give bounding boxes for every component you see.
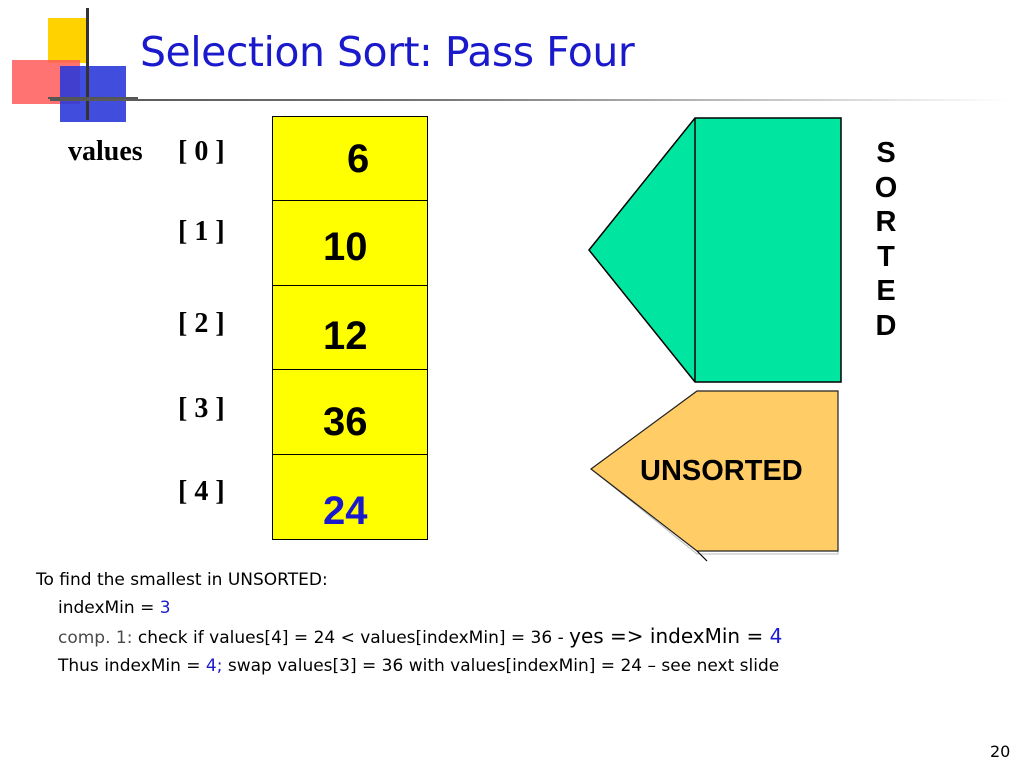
- explanation-line-3: comp. 1: check if values[4] = 24 < value…: [58, 624, 783, 648]
- sorted-letter: O: [874, 171, 898, 204]
- explanation-line-2: indexMin = 3: [58, 598, 171, 618]
- cell-value-4-highlighted: 24: [323, 488, 368, 533]
- sorted-unsorted-diagram: [588, 117, 842, 562]
- index-label-1: [ 1 ]: [178, 216, 225, 247]
- page-number: 20: [990, 742, 1011, 761]
- array-cell-0: 6: [272, 115, 428, 202]
- slide-logo-decoration: [0, 0, 140, 125]
- index-label-3: [ 3 ]: [178, 393, 225, 424]
- cell-value-0: 6: [347, 136, 370, 181]
- unsorted-edge-tick: [696, 550, 708, 562]
- comparison-label: comp. 1:: [58, 628, 133, 648]
- cell-value-2: 12: [323, 313, 368, 358]
- sorted-vertical-label: S O R T E D: [868, 136, 904, 343]
- sorted-letter: D: [875, 309, 897, 342]
- cell-value-1: 10: [323, 225, 368, 269]
- sorted-region-shape: [588, 117, 842, 383]
- slide-title: Selection Sort: Pass Four: [140, 28, 635, 76]
- index-label-4: [ 4 ]: [178, 476, 225, 507]
- sorted-letter: E: [876, 275, 896, 307]
- array-cell-2: 12: [272, 284, 428, 371]
- index-label-0: [ 0 ]: [178, 136, 225, 167]
- indexmin-new-value: 4: [769, 624, 783, 648]
- explanation-text: To find the smallest in UNSORTED: indexM…: [36, 566, 782, 680]
- array-name-label: values: [68, 136, 143, 167]
- unsorted-label: UNSORTED: [640, 455, 803, 487]
- array-box: 6 10 12 36 24: [272, 115, 428, 540]
- unsorted-region-shape: [590, 390, 839, 552]
- title-divider: [50, 99, 1010, 101]
- indexmin-final-value: 4;: [205, 656, 223, 676]
- cell-value-3: 36: [323, 400, 368, 444]
- explanation-line-1: To find the smallest in UNSORTED:: [36, 570, 328, 590]
- indexmin-initial-value: 3: [159, 598, 171, 618]
- array-cell-4: 24: [272, 453, 428, 540]
- array-cell-3: 36: [272, 369, 428, 455]
- explanation-line-4: Thus indexMin = 4; swap values[3] = 36 w…: [58, 656, 780, 676]
- sorted-letter: T: [877, 240, 895, 273]
- index-label-2: [ 2 ]: [178, 308, 225, 339]
- array-cell-1: 10: [272, 200, 428, 286]
- sorted-letter: R: [875, 206, 897, 238]
- sorted-letter: S: [876, 137, 896, 169]
